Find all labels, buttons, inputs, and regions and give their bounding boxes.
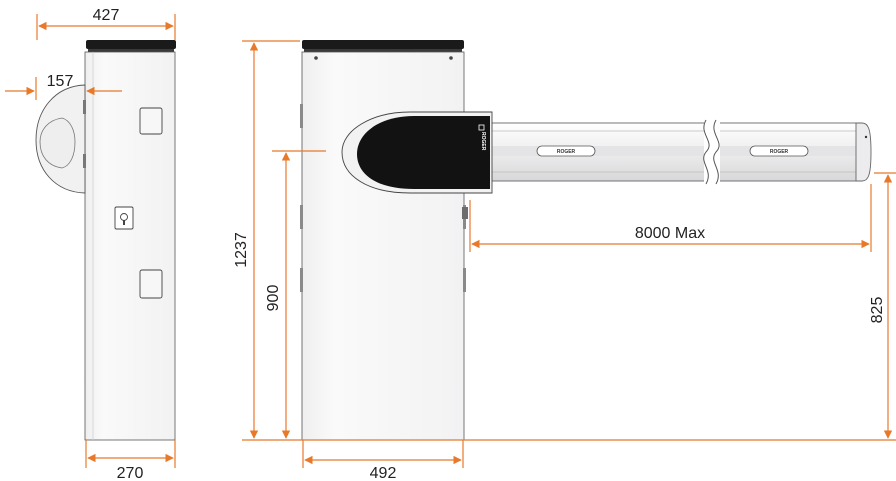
boom-logo-1-badge [536, 145, 596, 157]
dimension-labels: 427 157 270 1237 900 492 8000 Max 825 [47, 7, 886, 481]
label-900: 900 [265, 285, 282, 312]
label-492: 492 [370, 465, 397, 481]
motor-cover [357, 116, 490, 189]
motor-head: ROGER [341, 111, 493, 194]
motor-logo-square [478, 124, 485, 131]
key-lock-icon [114, 206, 134, 230]
front-strip-1 [300, 104, 303, 128]
motor-logo: ROGER [480, 132, 486, 151]
screw-left [314, 56, 318, 60]
front-cabinet-body [301, 51, 465, 441]
side-panel-lower [139, 269, 163, 299]
label-157: 157 [47, 73, 74, 90]
boom-end-cap [855, 122, 872, 182]
front-top-cap-rim [304, 49, 462, 52]
label-1237: 1237 [233, 232, 250, 268]
front-top-cap [302, 40, 464, 49]
side-hinge-bottom [83, 154, 86, 168]
boom-logo-2-badge [749, 145, 809, 157]
label-825: 825 [869, 297, 886, 324]
side-top-cap-rim [88, 49, 174, 52]
side-panel-upper [139, 107, 163, 135]
screw-right [449, 56, 453, 60]
boom-end-dot [864, 135, 868, 139]
label-270: 270 [117, 465, 144, 481]
front-strip-2 [300, 205, 303, 229]
front-strip-5 [463, 268, 466, 292]
boom-arm: ROGER ROGER [469, 118, 872, 186]
side-hinge-top [83, 100, 86, 114]
break-symbol-icon [703, 118, 720, 186]
front-sensor [462, 207, 468, 219]
side-view [35, 40, 176, 441]
boom-logo-1: ROGER [557, 149, 576, 155]
label-8000: 8000 Max [635, 225, 705, 242]
dimension-lines [5, 14, 896, 468]
side-motor-cover-inner [39, 117, 76, 169]
front-view: ROGER ROGER ROGER [300, 40, 872, 441]
side-top-cap [86, 40, 176, 49]
front-strip-3 [300, 268, 303, 292]
boom-logo-2: ROGER [770, 149, 789, 155]
label-427: 427 [93, 7, 120, 24]
